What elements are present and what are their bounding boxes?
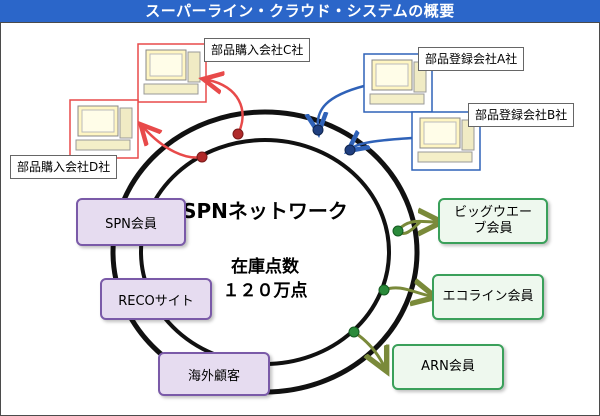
reco-site-node: RECOサイト [100, 278, 212, 320]
arn-member-node: ARN会員 [392, 344, 504, 390]
computer-icon [69, 99, 139, 159]
bigwave-member-node: ビッグウエーブ会員 [438, 198, 548, 244]
stock-value: １２０万点 [222, 281, 308, 301]
arn-node [348, 326, 360, 338]
seller-b-label: 部品登録会社B社 [468, 103, 575, 127]
seller-b-connector [352, 138, 413, 148]
seller-a-label: 部品登録会社A社 [418, 47, 525, 71]
diagram-title: スーパーライン・クラウド・システムの概要 [0, 0, 600, 22]
ecoline-node [378, 284, 390, 296]
bigwave-node [392, 225, 404, 237]
seller-a-connector [318, 84, 365, 128]
network-name: SPNネットワーク [182, 199, 348, 223]
seller-a-node [312, 124, 324, 136]
computer-icon [411, 111, 481, 171]
seller-b-node [344, 144, 356, 156]
stock-label: 在庫点数 [231, 257, 299, 277]
ecoline-connector [383, 288, 430, 296]
buyer-d-label: 部品購入会社D社 [10, 155, 118, 179]
overseas-customer-node: 海外顧客 [158, 352, 270, 396]
buyer-d-node [196, 151, 208, 163]
buyer-c-connector [208, 80, 244, 135]
ecoline-member-node: エコライン会員 [432, 274, 544, 320]
spn-member-node: SPN会員 [76, 198, 186, 246]
buyer-c-node [232, 128, 244, 140]
computer-icon [137, 43, 207, 103]
buyer-c-label: 部品購入会社C社 [204, 38, 311, 62]
